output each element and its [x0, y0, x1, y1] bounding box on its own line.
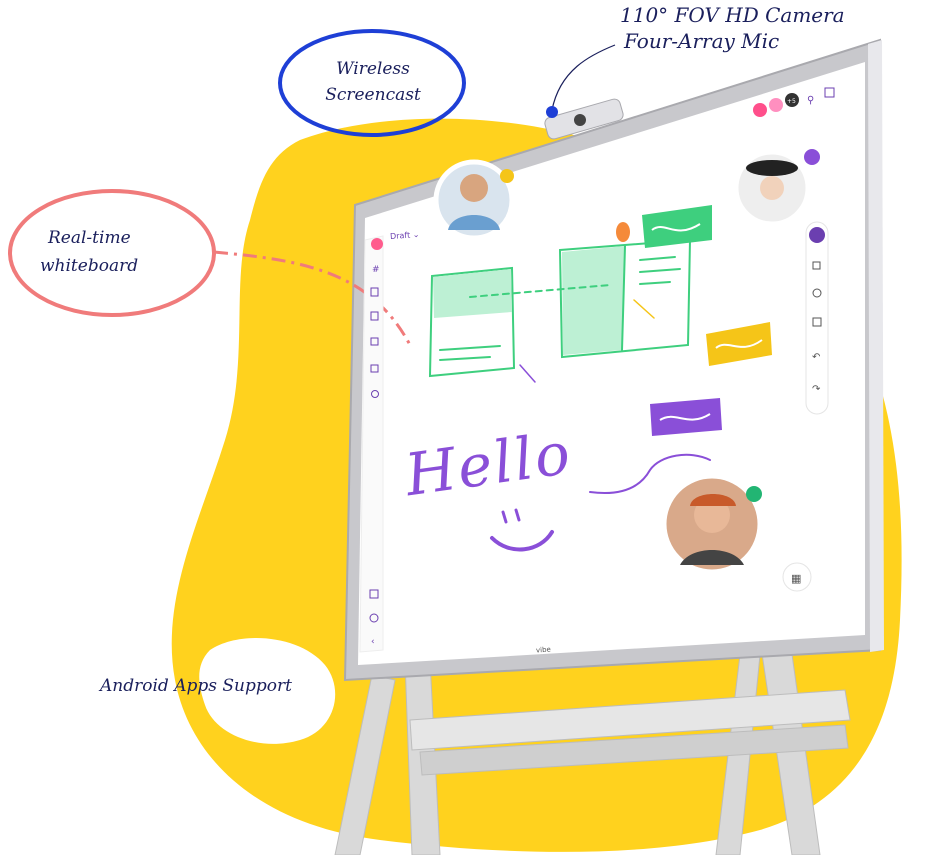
menu-avatar[interactable]	[371, 238, 383, 250]
avatar-woman-status	[804, 149, 820, 165]
cast-icon[interactable]	[370, 337, 379, 346]
realtime-annotation: Real-time whiteboard	[40, 224, 170, 280]
wireless-ellipse	[278, 29, 466, 137]
white-blob	[199, 638, 336, 744]
top-avatar-2[interactable]	[769, 98, 783, 112]
lasso-icon[interactable]	[812, 288, 822, 298]
orange-pin	[616, 222, 630, 242]
board-drawings	[428, 238, 711, 552]
settings-icon[interactable]	[369, 613, 379, 623]
camera-annotation-line2: Four-Array Mic	[624, 29, 780, 53]
sticky-notes[interactable]	[616, 205, 772, 436]
camera-callout-dot	[546, 106, 558, 118]
pen-tool-icon[interactable]	[809, 227, 825, 243]
arrow-purple	[519, 364, 536, 383]
wireless-annotation-line2: Screencast	[325, 85, 421, 105]
share-icon[interactable]	[824, 87, 835, 98]
purple-swoosh	[589, 453, 711, 494]
sticky-purple	[650, 398, 722, 436]
collaborators[interactable]	[433, 149, 820, 575]
copy-icon[interactable]	[812, 261, 821, 270]
camera-annotation-line1: 110° FOV HD Camera	[620, 3, 845, 27]
left-toolbar: # ‹	[359, 235, 384, 653]
green-card-left-fill	[433, 269, 512, 318]
page-icon[interactable]	[370, 287, 379, 297]
camera-callout-line	[551, 44, 616, 111]
smile	[490, 530, 554, 552]
smile-eyes	[501, 508, 521, 524]
draft-menu-label: Draft	[389, 230, 411, 242]
realtime-dashed-line	[213, 250, 412, 346]
hash-icon[interactable]: #	[372, 265, 380, 275]
green-card-left	[428, 266, 516, 378]
realtime-annotation-line2: whiteboard	[40, 256, 139, 276]
wireless-annotation: Wireless Screencast	[318, 56, 428, 108]
camera	[544, 98, 624, 140]
android-annotation: Android Apps Support	[100, 676, 292, 696]
top-collaborators: +5 ⚲	[753, 87, 835, 117]
bell-icon[interactable]	[371, 390, 379, 398]
sticky-green	[642, 205, 712, 248]
apps-icon[interactable]	[370, 364, 379, 373]
grid-view-button[interactable]	[782, 562, 812, 592]
top-avatar-count[interactable]	[785, 93, 799, 107]
brand-logo: vibe	[535, 645, 552, 655]
wireless-annotation-line1: Wireless	[336, 59, 410, 79]
sticky-note-icon[interactable]	[812, 317, 822, 327]
realtime-annotation-line1: Real-time	[48, 228, 131, 248]
collaborator-count: +5	[787, 98, 796, 105]
sticky-yellow	[706, 322, 772, 366]
undo-icon[interactable]: ↶	[812, 352, 820, 363]
dashed-connector	[469, 284, 611, 298]
link-icon[interactable]: ⚲	[807, 95, 814, 106]
right-toolbar: ↶ ↷ ▦	[782, 221, 829, 592]
user-icon[interactable]	[370, 311, 379, 321]
grid-view-icon: ▦	[791, 572, 801, 585]
display-side	[868, 40, 884, 652]
green-card-right-fill	[562, 246, 625, 355]
arrow-yellow	[633, 299, 655, 319]
camera-annotation: 110° FOV HD Camera Four-Array Mic	[620, 2, 845, 54]
top-avatar-1[interactable]	[753, 103, 767, 117]
redo-icon[interactable]: ↷	[812, 384, 821, 395]
collapse-icon[interactable]: ‹	[371, 637, 375, 647]
avatar-man-status	[500, 169, 514, 183]
avatar-young-man-status	[746, 486, 762, 502]
add-page-icon[interactable]	[369, 589, 379, 599]
